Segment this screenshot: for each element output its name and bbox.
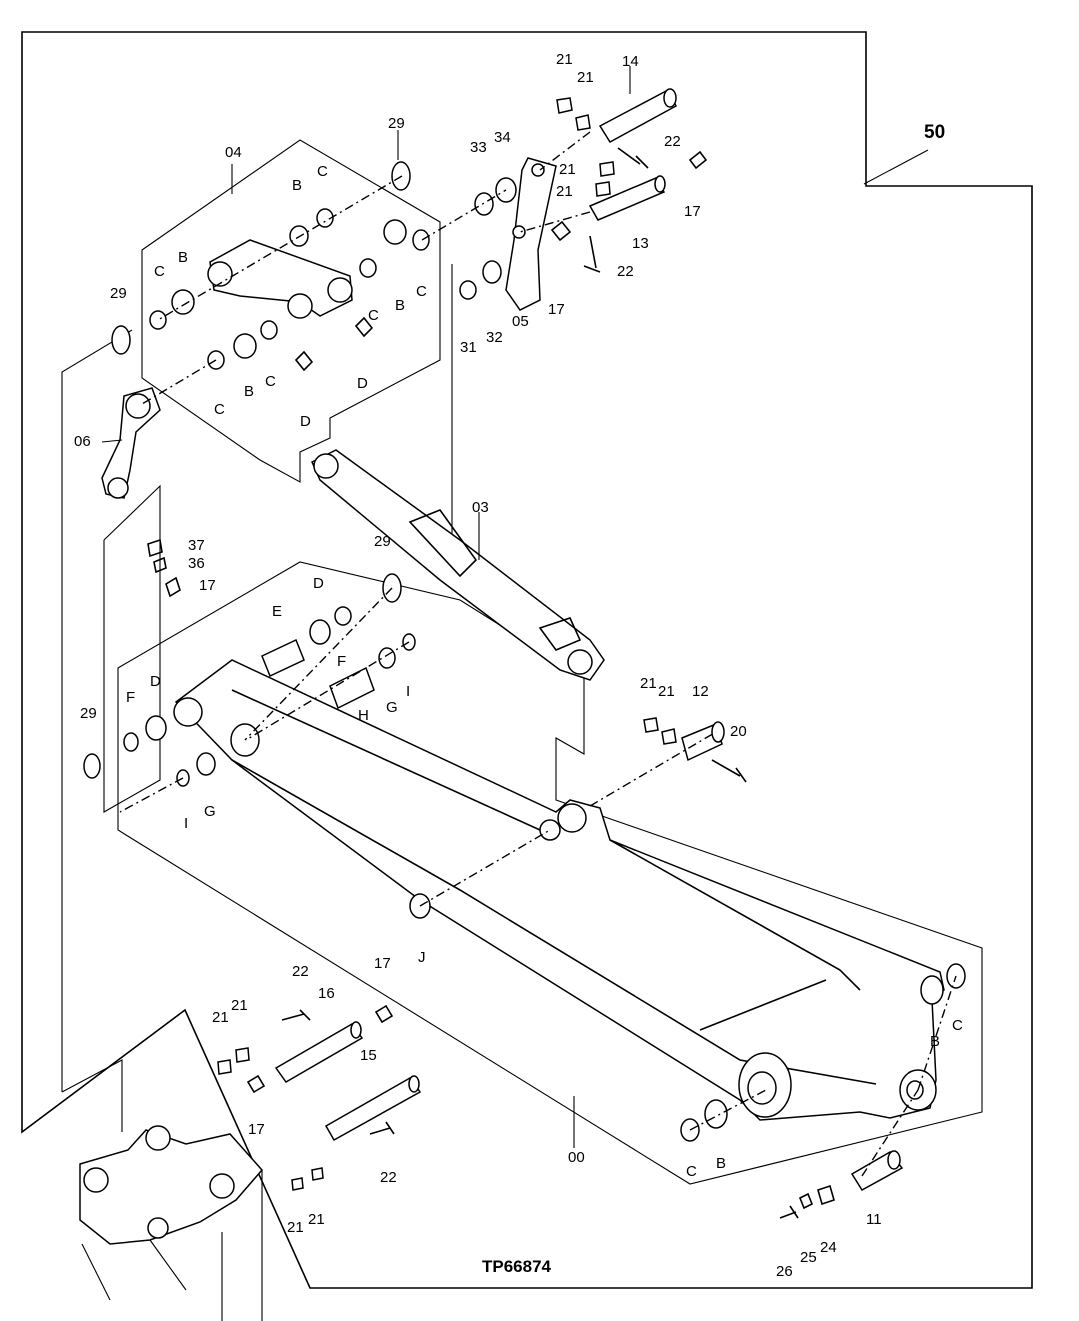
arm-end: [79, 1125, 263, 1321]
hardware-bolts: [281, 147, 799, 1219]
callout: 21: [658, 683, 675, 700]
callout: 17: [374, 955, 391, 972]
callout: C: [952, 1017, 963, 1034]
callout: 32: [486, 329, 503, 346]
callout: 20: [730, 723, 747, 740]
callout: 21: [287, 1219, 304, 1236]
callout: 29: [388, 115, 405, 132]
callout: B: [716, 1155, 726, 1172]
callout: 21: [308, 1211, 325, 1228]
pin-12: [681, 721, 725, 762]
callout: 34: [494, 129, 511, 146]
callout: 29: [110, 285, 127, 302]
link-05: [505, 157, 557, 311]
callout: B: [930, 1033, 940, 1050]
callout: 00: [568, 1149, 585, 1166]
page-border: [21, 31, 1033, 1289]
boom-cylinder: [311, 449, 605, 681]
callout: D: [357, 375, 368, 392]
callout: C: [214, 401, 225, 418]
pin-13: [588, 175, 666, 221]
callout: 21: [212, 1009, 229, 1026]
callout: F: [126, 689, 135, 706]
boom-group-frame: [117, 561, 983, 1185]
callout: 22: [617, 263, 634, 280]
callout: B: [292, 177, 302, 194]
callout: H: [358, 707, 369, 724]
callout: E: [272, 603, 282, 620]
callout: 29: [374, 533, 391, 550]
callout: C: [154, 263, 165, 280]
callout: B: [395, 297, 405, 314]
leader-lines: [119, 131, 957, 1177]
callout: 03: [472, 499, 489, 516]
callout: 21: [640, 675, 657, 692]
callout: B: [244, 383, 254, 400]
callout: 05: [512, 313, 529, 330]
callout: 21: [231, 997, 248, 1014]
callout: 21: [556, 183, 573, 200]
boom: [173, 659, 945, 1121]
cylinder-group-frame: [103, 264, 453, 813]
pin-14: [598, 88, 677, 143]
callout: 26: [776, 1263, 793, 1280]
callout: 25: [800, 1249, 817, 1266]
pin-16: [274, 1021, 364, 1083]
callout: 31: [460, 339, 477, 356]
callout: C: [317, 163, 328, 180]
callout: 36: [188, 555, 205, 572]
callout: G: [386, 699, 398, 716]
pin-15: [324, 1075, 422, 1142]
callout: I: [184, 815, 188, 832]
callout-50: 50: [924, 122, 945, 143]
callout: 15: [360, 1047, 377, 1064]
callout: D: [313, 575, 324, 592]
callout: 33: [470, 139, 487, 156]
callout: 22: [292, 963, 309, 980]
callout: D: [150, 673, 161, 690]
callout: 17: [199, 577, 216, 594]
callout: 21: [559, 161, 576, 178]
callout: 21: [577, 69, 594, 86]
callout: 06: [74, 433, 91, 450]
callout: C: [368, 307, 379, 324]
callout: 22: [664, 133, 681, 150]
callout: 37: [188, 537, 205, 554]
drawing-reference: TP66874: [482, 1257, 552, 1276]
hardware-nuts: [217, 97, 677, 1191]
bushing-H: [329, 666, 375, 710]
callout: 11: [866, 1211, 882, 1228]
callout: C: [686, 1163, 697, 1180]
callout: 16: [318, 985, 335, 1002]
callout: J: [418, 949, 426, 966]
arm-group-frame: [61, 329, 133, 1132]
callout: G: [204, 803, 216, 820]
callout: 17: [548, 301, 565, 318]
callout: 21: [556, 51, 573, 68]
callout: F: [337, 653, 346, 670]
link-04: [207, 239, 353, 319]
callout: 13: [632, 235, 649, 252]
callout: 14: [622, 53, 639, 70]
callout: 24: [820, 1239, 837, 1256]
callout: 17: [684, 203, 701, 220]
callout: 17: [248, 1121, 265, 1138]
link-group-frame: [141, 139, 441, 483]
pin-11: [850, 1150, 904, 1191]
callout-leaders: [101, 66, 929, 1148]
callout: 29: [80, 705, 97, 722]
callout: D: [300, 413, 311, 430]
bushing-E: [261, 638, 305, 678]
link-06: [101, 387, 161, 499]
callout: 12: [692, 683, 709, 700]
callout: I: [406, 683, 410, 700]
callout: 22: [380, 1169, 397, 1186]
callout: C: [265, 373, 276, 390]
hardware-fittings: [147, 150, 835, 1210]
callout: 04: [225, 144, 242, 161]
callout: B: [178, 249, 188, 266]
callout: C: [416, 283, 427, 300]
